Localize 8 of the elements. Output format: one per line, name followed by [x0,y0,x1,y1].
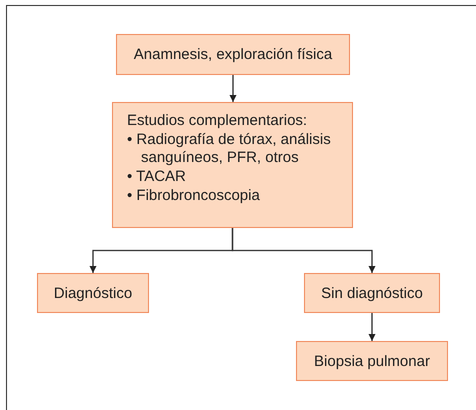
process-box: Estudios complementarios: • Radiografía de tórax, análisis sanguíneos, PFR, otros • TACAR • Fibrobroncoscopia [112,102,353,228]
arrow [230,75,236,102]
process-box: Diagnóstico [37,273,149,313]
arrow [232,228,376,273]
process-box: Sin diagnóstico [304,273,440,313]
process-box: Anamnesis, exploración física [116,34,350,75]
process-box: Biopsia pulmonar [296,341,448,381]
arrow [368,313,376,341]
